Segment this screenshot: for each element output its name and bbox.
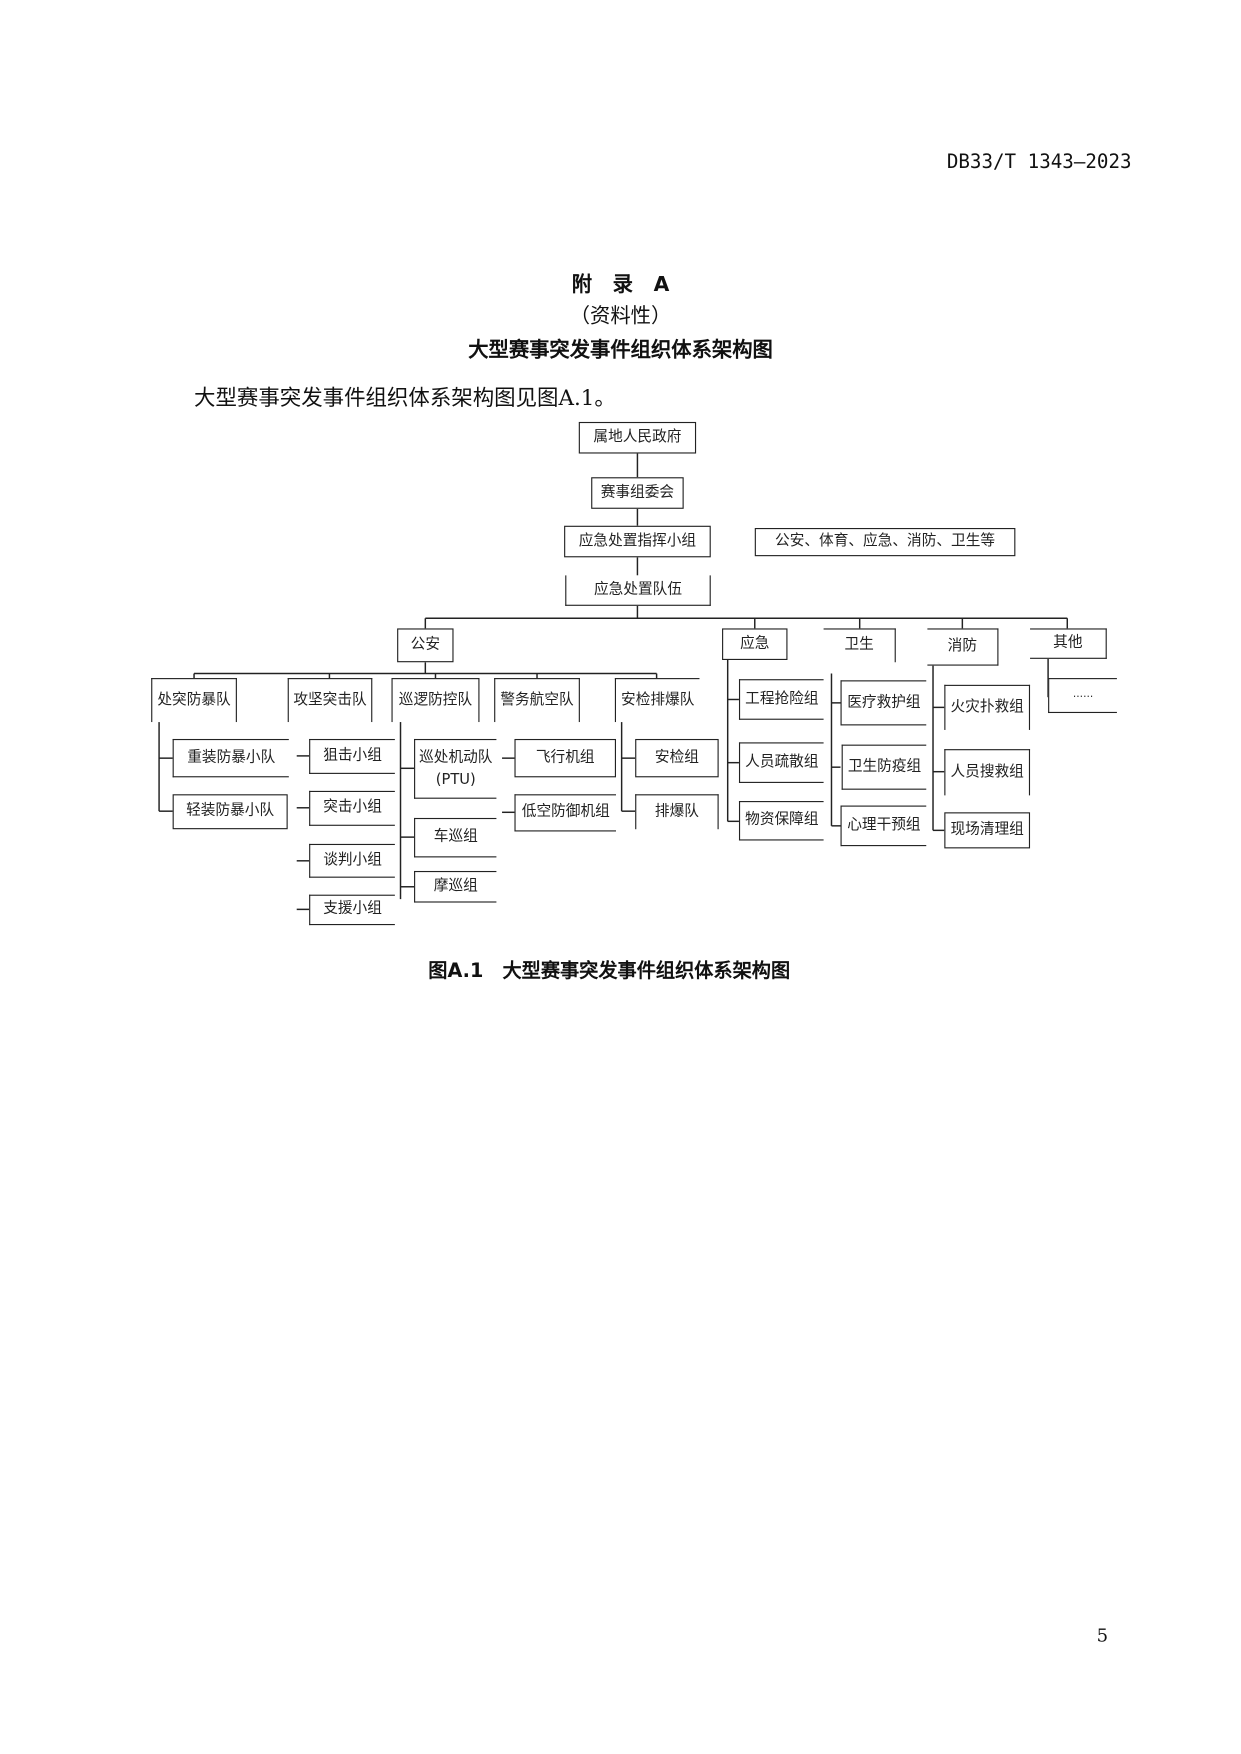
node-event-committee: 赛事组委会 xyxy=(591,477,684,509)
intro-paragraph: 大型赛事突发事件组织体系架构图见图A.1。 xyxy=(194,385,616,411)
node-health: 卫生 xyxy=(823,628,896,663)
node-epidemic-prevention: 卫生防疫组 xyxy=(841,744,927,790)
node-response-teams: 应急处置队伍 xyxy=(565,575,711,606)
node-eod: 排爆队 xyxy=(635,794,719,830)
node-command-members: 公安、体育、应急、消防、卫生等 xyxy=(754,527,1016,557)
node-command-group: 应急处置指挥小组 xyxy=(564,525,711,558)
node-evacuation: 人员疏散组 xyxy=(738,742,824,783)
node-site-cleanup: 现场清理组 xyxy=(944,812,1031,849)
node-medical-rescue: 医疗救护组 xyxy=(840,680,927,726)
node-motorcycle-patrol: 摩巡组 xyxy=(414,870,497,903)
node-light-riot-squad: 轻装防暴小队 xyxy=(172,794,288,830)
node-engineering-rescue: 工程抢险组 xyxy=(738,679,824,720)
node-low-altitude-defense: 低空防御机组 xyxy=(514,794,616,832)
node-heavy-riot-squad: 重装防暴小队 xyxy=(172,738,289,778)
node-vehicle-patrol: 车巡组 xyxy=(414,817,497,858)
ptu-label: 巡处机动队 xyxy=(419,749,493,767)
node-aviation-unit: 警务航空队 xyxy=(494,678,580,723)
figure-caption: 图A.1 大型赛事突发事件组织体系架构图 xyxy=(428,960,791,983)
node-emergency: 应急 xyxy=(722,628,788,660)
document-id: DB33/T 1343—2023 xyxy=(946,151,1132,174)
node-fire-fighting: 火灾扑救组 xyxy=(944,684,1031,730)
page-number: 5 xyxy=(1096,1624,1109,1647)
connector-lines xyxy=(158,453,1069,911)
node-security-check: 安检组 xyxy=(635,738,719,778)
node-assault-group: 突击小组 xyxy=(309,790,395,826)
appendix-title: 大型赛事突发事件组织体系架构图 xyxy=(468,338,773,363)
node-ptu: 巡处机动队 (PTU) xyxy=(414,738,497,799)
appendix-type: （资料性） xyxy=(569,304,672,329)
node-supplies: 物资保障组 xyxy=(738,801,824,841)
node-security-eod-unit: 安检排爆队 xyxy=(614,678,700,723)
node-fire: 消防 xyxy=(927,628,999,666)
node-negotiation-group: 谈判小组 xyxy=(309,843,395,878)
node-riot-unit: 处突防暴队 xyxy=(151,678,237,723)
node-other-more: …… xyxy=(1048,678,1117,714)
node-support-group: 支援小组 xyxy=(309,894,395,926)
node-other: 其他 xyxy=(1030,628,1107,659)
node-sniper-group: 狙击小组 xyxy=(309,738,395,774)
node-search-rescue: 人员搜救组 xyxy=(944,749,1031,796)
node-police: 公安 xyxy=(397,628,454,663)
node-psychological-intervention: 心理干预组 xyxy=(840,805,927,847)
ptu-abbrev: (PTU) xyxy=(435,771,476,789)
node-patrol-unit: 巡逻防控队 xyxy=(391,678,480,723)
node-flight-crew: 飞行机组 xyxy=(514,738,616,778)
appendix-label: 附 录 A xyxy=(571,273,677,297)
node-assault-unit: 攻坚突击队 xyxy=(287,678,373,723)
node-local-government: 属地人民政府 xyxy=(578,421,697,454)
